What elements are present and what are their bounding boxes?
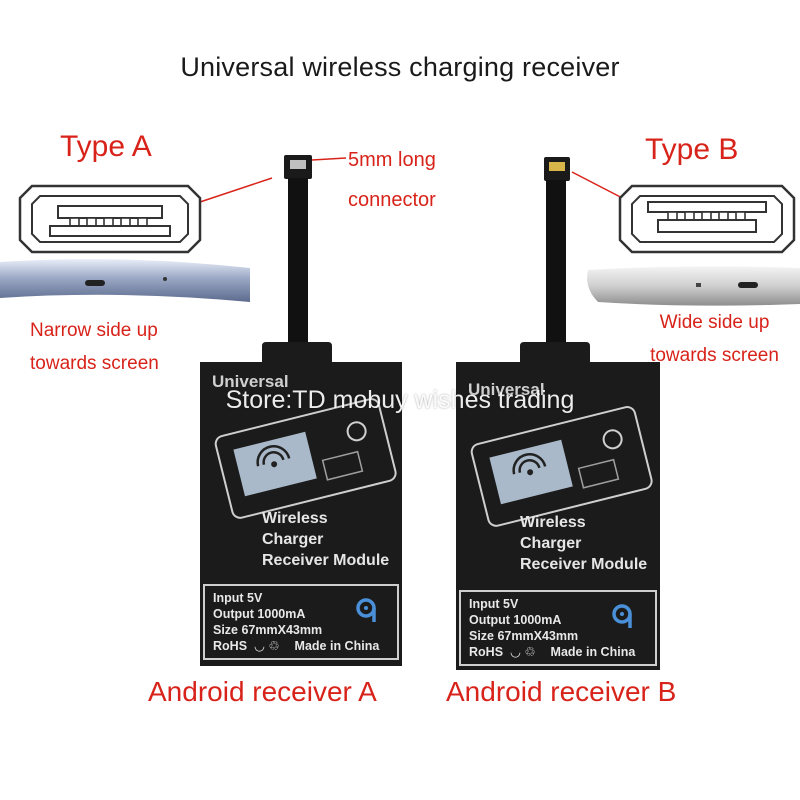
recycle-icon: ◡ ♲ bbox=[250, 639, 284, 653]
module-b-card bbox=[456, 342, 660, 670]
cable-b bbox=[546, 180, 566, 362]
module-a-spec-rohs: RoHS bbox=[213, 639, 248, 653]
qi-logo-b-icon bbox=[612, 604, 632, 628]
module-b-name-line1: Wireless bbox=[520, 514, 586, 531]
micro-usb-type-b-icon bbox=[618, 184, 796, 254]
module-a-spec-origin: Made in China bbox=[294, 639, 380, 653]
phone-illustration-a-icon bbox=[214, 398, 397, 519]
page-title: Universal wireless charging receiver bbox=[180, 52, 620, 82]
module-b-name: Wireless Charger Receiver Module bbox=[520, 512, 647, 575]
phone-edge-b-photo bbox=[587, 266, 800, 306]
module-a-spec-compliance: RoHS ◡ ♲ Made in China bbox=[213, 638, 389, 654]
module-a-brand: Universal bbox=[212, 372, 289, 391]
module-a-name-line1: Wireless bbox=[262, 510, 328, 527]
module-a-name-line3: Receiver Module bbox=[262, 552, 390, 569]
module-b-spec-size: Size 67mmX43mm bbox=[469, 629, 579, 643]
phone-illustration-b-icon bbox=[470, 406, 653, 527]
connector-note-line2: connector bbox=[348, 189, 436, 211]
module-a-spec-size: Size 67mmX43mm bbox=[213, 623, 323, 637]
type-b-caption-line2: towards screen bbox=[650, 345, 779, 366]
receiver-b-label: Android receiver B bbox=[446, 676, 677, 707]
module-b-spec-box: Input 5V Output 1000mA Size 67mmX43mm Ro… bbox=[459, 590, 657, 666]
module-b-spec-origin: Made in China bbox=[550, 645, 636, 659]
module-a-spec-box: Input 5V Output 1000mA Size 67mmX43mm Ro… bbox=[203, 584, 399, 660]
type-a-caption-line2: towards screen bbox=[30, 353, 159, 374]
micro-usb-type-a-icon bbox=[18, 184, 202, 254]
receiver-a-label: Android receiver A bbox=[148, 676, 377, 707]
module-a-spec-output: Output 1000mA bbox=[213, 607, 306, 621]
connector-b-pins bbox=[549, 162, 565, 171]
recycle-icon: ◡ ♲ bbox=[506, 645, 540, 659]
type-a-label: Type A bbox=[60, 130, 152, 163]
module-b-spec-compliance: RoHS ◡ ♲ Made in China bbox=[469, 644, 647, 660]
connector-note-line1: 5mm long bbox=[348, 149, 436, 171]
module-b-spec-rohs: RoHS bbox=[469, 645, 504, 659]
type-b-label: Type B bbox=[645, 133, 739, 166]
type-a-caption: Narrow side up towards screen bbox=[30, 314, 159, 380]
module-b-name-line2: Charger bbox=[520, 535, 582, 552]
module-a-spec-input: Input 5V bbox=[213, 591, 263, 605]
store-watermark: Store:TD mobuy wishes trading bbox=[225, 386, 575, 414]
pointer-line-connector bbox=[311, 157, 347, 161]
module-b-spec-input: Input 5V bbox=[469, 597, 519, 611]
module-b-brand: Universal bbox=[468, 380, 545, 399]
module-a-name-line2: Charger bbox=[262, 531, 324, 548]
type-b-caption: Wide side up towards screen bbox=[632, 306, 797, 372]
connector-note: 5mm long connector bbox=[348, 140, 436, 220]
type-a-caption-line1: Narrow side up bbox=[30, 320, 158, 341]
phone-edge-a-photo bbox=[0, 255, 250, 302]
qi-logo-a-icon bbox=[356, 598, 376, 622]
connector-a-pins bbox=[290, 160, 306, 169]
type-b-caption-line1: Wide side up bbox=[659, 312, 770, 333]
cable-a bbox=[288, 178, 308, 363]
module-b-spec-output: Output 1000mA bbox=[469, 613, 562, 627]
module-b-name-line3: Receiver Module bbox=[520, 556, 648, 573]
module-a-name: Wireless Charger Receiver Module bbox=[262, 508, 389, 571]
